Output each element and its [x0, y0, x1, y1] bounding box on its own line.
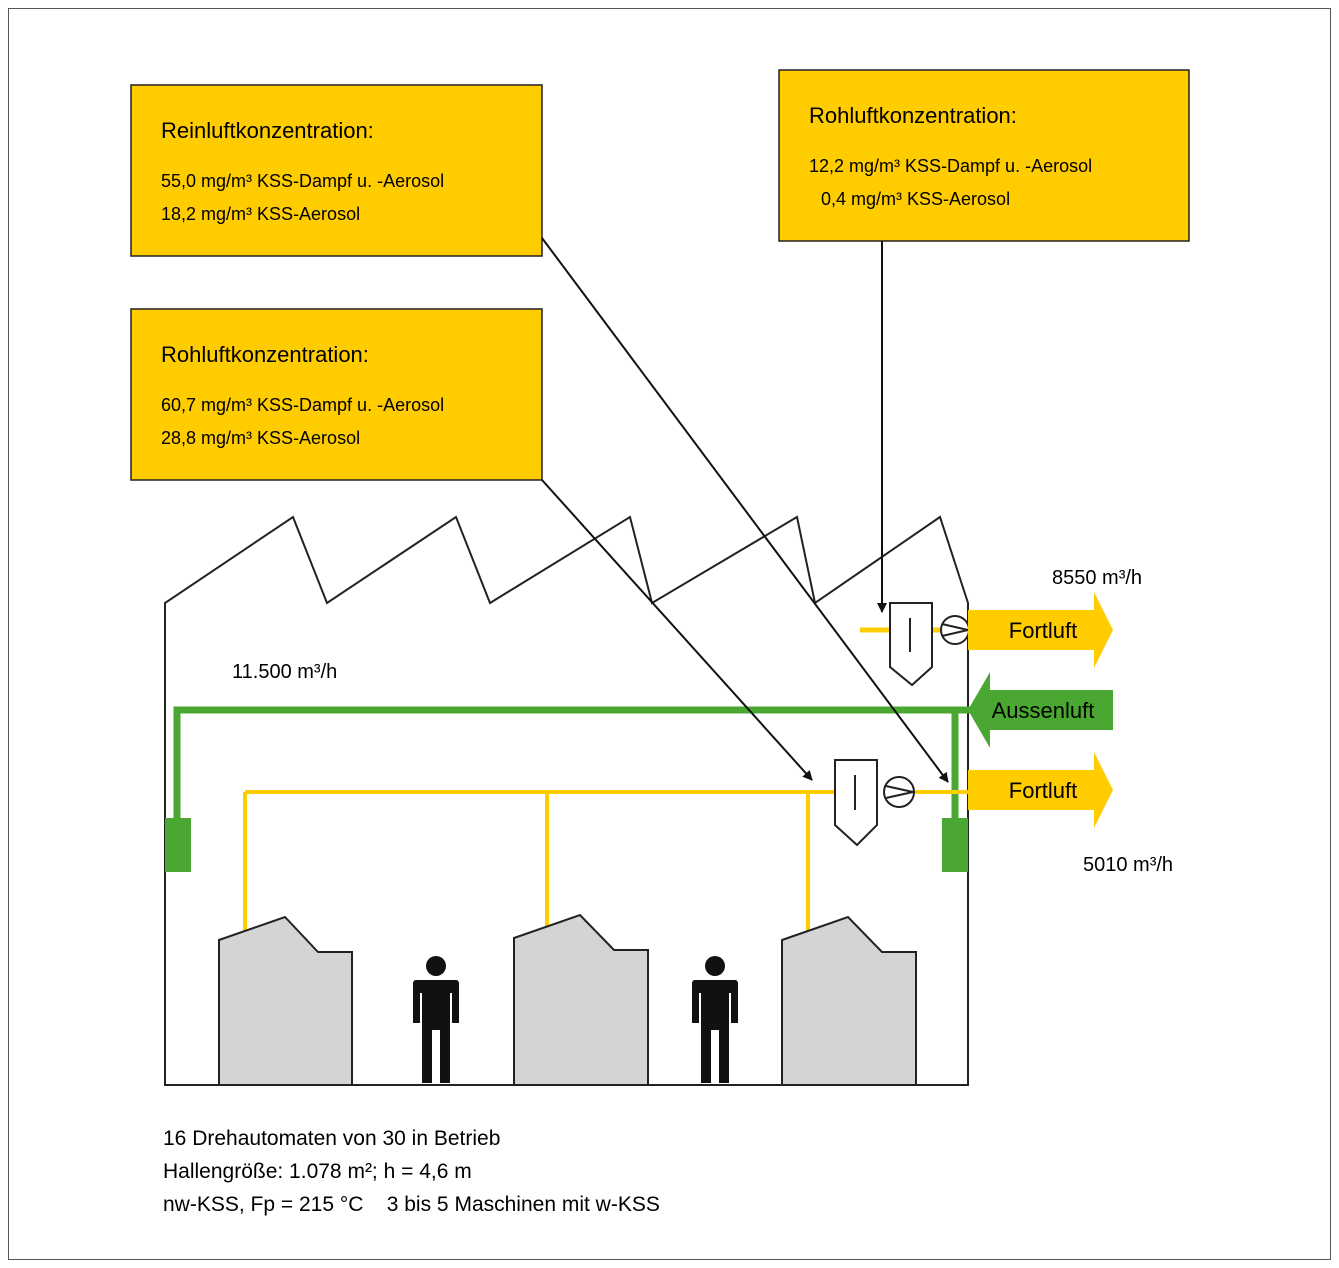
aussenluft-label: Aussenluft	[992, 698, 1095, 723]
fan-bottom-icon	[883, 776, 915, 808]
reinluft-box-title: Reinluftkonzentration:	[161, 118, 374, 143]
machine-1	[218, 915, 353, 1086]
aussenluft-arrow	[968, 672, 1113, 748]
exhaust-top-flow-value: 8550 m³/h	[1052, 567, 1142, 589]
rohluft-right-box: Rohluftkonzentration: 12,2 mg/m³ KSS-Dam…	[778, 69, 1190, 242]
rohluft-right-box-line-2: 0,4 mg/m³ KSS-Aerosol	[821, 189, 1010, 209]
reinluft-box-line-2: 18,2 mg/m³ KSS-Aerosol	[161, 204, 360, 224]
hall-outline	[164, 515, 969, 1086]
supply-duct	[173, 706, 975, 820]
fortluft-top-label: Fortluft	[1009, 618, 1077, 643]
reinluft-box: Reinluftkonzentration: 55,0 mg/m³ KSS-Da…	[130, 84, 543, 257]
machine-2	[513, 913, 649, 1086]
worker-2-icon	[692, 956, 738, 1083]
rohluft-right-box-line-1: 12,2 mg/m³ KSS-Dampf u. -Aerosol	[809, 156, 1092, 176]
pointer-reinluft	[541, 237, 949, 783]
fan-bottom-blade	[885, 785, 914, 799]
rohluft-left-box-line-1: 60,7 mg/m³ KSS-Dampf u. -Aerosol	[161, 395, 444, 415]
rohluft-left-box-title: Rohluftkonzentration:	[161, 342, 369, 367]
note-line-3: nw-KSS, Fp = 215 °C 3 bis 5 Maschinen mi…	[163, 1193, 660, 1216]
note-line-1: 16 Drehautomaten von 30 in Betrieb	[163, 1127, 500, 1150]
fortluft-top-arrow	[968, 592, 1113, 668]
supply-outlet-right	[942, 818, 968, 872]
supply-outlet-left	[165, 818, 191, 872]
note-line-2: Hallengröße: 1.078 m²; h = 4,6 m	[163, 1160, 472, 1183]
exhaust-bottom-flow-value: 5010 m³/h	[1083, 854, 1173, 876]
fortluft-bottom-arrow	[968, 752, 1113, 828]
supply-flow-value: 11.500 m³/h	[232, 661, 337, 683]
figure-frame	[8, 8, 1331, 1260]
fortluft-bottom-label: Fortluft	[1009, 778, 1077, 803]
rohluft-right-box-title: Rohluftkonzentration:	[809, 103, 1017, 128]
rohluft-left-box-line-2: 28,8 mg/m³ KSS-Aerosol	[161, 428, 360, 448]
reinluft-box-line-1: 55,0 mg/m³ KSS-Dampf u. -Aerosol	[161, 171, 444, 191]
machine-3	[781, 915, 917, 1086]
worker-1-icon	[413, 956, 459, 1083]
rohluft-left-box: Rohluftkonzentration: 60,7 mg/m³ KSS-Dam…	[130, 308, 543, 481]
pointer-rohluft-left	[541, 479, 813, 781]
